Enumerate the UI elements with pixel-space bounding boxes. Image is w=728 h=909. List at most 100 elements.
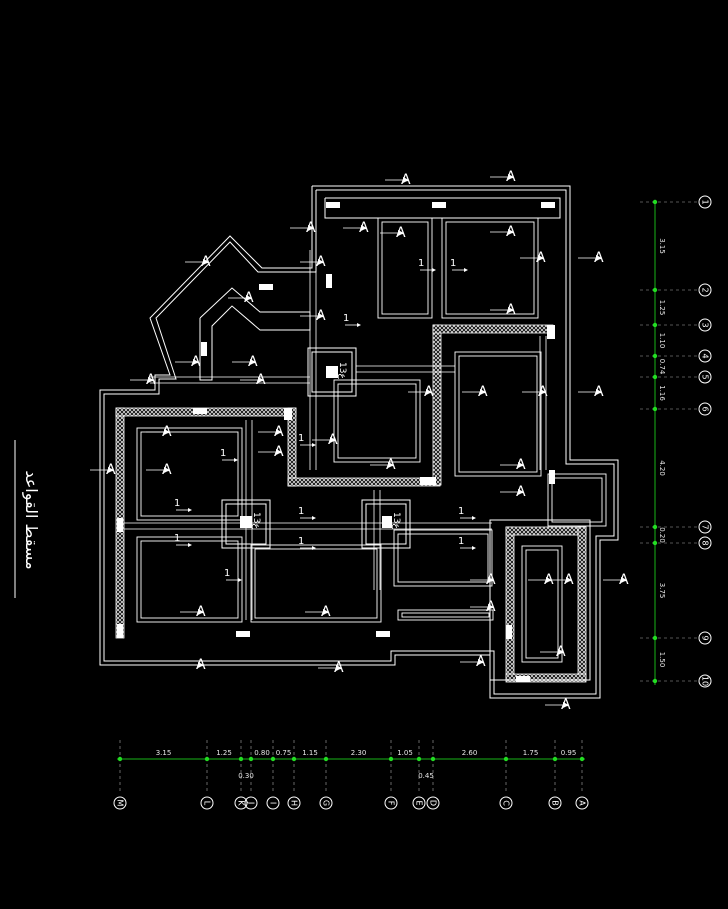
section-label: A xyxy=(516,484,526,500)
axis-bubble xyxy=(698,520,712,534)
dimension-value: 1.50 xyxy=(658,652,666,668)
section-mark-a: A xyxy=(470,599,496,615)
axis-label: 3 xyxy=(701,322,710,327)
section-label: A xyxy=(196,604,206,620)
column xyxy=(376,631,390,637)
column-footing-box xyxy=(307,347,357,397)
axis-label: B xyxy=(551,800,560,806)
dimension-value: 0.75 xyxy=(276,749,292,757)
dimension-value: 1.05 xyxy=(397,749,413,757)
axis-bubble xyxy=(319,796,333,810)
section-number: 1 xyxy=(174,498,180,509)
section-mark-1: 1 xyxy=(418,258,436,272)
axis-label: 9 xyxy=(701,635,710,640)
section-mark-a: A xyxy=(540,644,566,660)
axis-bubble xyxy=(113,796,127,810)
column xyxy=(193,408,207,414)
section-label: A xyxy=(594,384,604,400)
axis-dot xyxy=(552,756,558,762)
axis-label: 6 xyxy=(701,406,710,411)
axis-dot xyxy=(652,678,658,684)
axis-label: 10 xyxy=(701,676,710,686)
section-mark-1: 1 xyxy=(458,536,476,550)
dimension-value-small: 0.45 xyxy=(418,772,434,780)
section-mark-a: A xyxy=(305,604,331,620)
axis-label: H xyxy=(290,800,299,806)
axis-label: D xyxy=(429,800,438,806)
axis-dot xyxy=(652,540,658,546)
ramp-wall xyxy=(199,287,311,381)
right-axis-markers: 123456789103.151.251.100.741.164.200.203… xyxy=(640,195,712,688)
section-label: A xyxy=(274,444,284,460)
pad xyxy=(454,351,542,477)
section-label: A xyxy=(328,432,338,448)
column-footing-box xyxy=(365,503,407,545)
section-mark-a: A xyxy=(180,657,206,673)
dimension-value: 1.15 xyxy=(302,749,318,757)
column-footing-box xyxy=(489,519,591,681)
axis-bubble xyxy=(244,796,258,810)
column xyxy=(420,477,436,485)
section-number: 1 xyxy=(450,258,456,269)
dimension-value: 1.10 xyxy=(658,333,666,349)
section-label: A xyxy=(401,172,411,188)
strip-footing xyxy=(287,477,441,487)
column xyxy=(201,342,207,356)
axis-label: 1 xyxy=(701,199,710,204)
section-mark-1: 1 xyxy=(174,533,192,547)
section-mark-a: A xyxy=(460,654,486,670)
axis-bubble xyxy=(266,796,280,810)
section-label: A xyxy=(506,224,516,240)
section-label: A xyxy=(486,572,496,588)
dimension-value: 2.60 xyxy=(462,749,478,757)
section-mark-1: 1 xyxy=(343,313,361,327)
section-mark-a: A xyxy=(500,457,526,473)
axis-bubble xyxy=(499,796,513,810)
section-number: 1 xyxy=(298,433,304,444)
section-label: A xyxy=(396,225,406,241)
pad xyxy=(551,477,603,523)
section-label: A xyxy=(316,308,326,324)
axis-dot xyxy=(204,756,210,762)
axis-bubble xyxy=(698,349,712,363)
column xyxy=(382,516,392,528)
pad xyxy=(136,427,243,521)
section-label: A xyxy=(478,384,488,400)
column xyxy=(117,624,123,638)
column-footing-box xyxy=(311,351,353,393)
section-mark-a: A xyxy=(240,372,266,388)
drawing-title-group: مسقط القواعد xyxy=(14,440,41,598)
section-label: A xyxy=(386,457,396,473)
section-mark-a: A xyxy=(490,224,516,240)
dimension-value: 1.25 xyxy=(216,749,232,757)
axis-bubble xyxy=(698,195,712,209)
section-mark-a: A xyxy=(146,424,172,440)
axis-dot xyxy=(323,756,329,762)
dimension-value: 0.80 xyxy=(254,749,270,757)
section-mark-1: 1 xyxy=(298,506,316,520)
dimension-value: 3.75 xyxy=(658,583,666,599)
section-label: A xyxy=(306,220,316,236)
dimension-value: 0.20 xyxy=(658,527,666,543)
section-mark-a: A xyxy=(318,660,344,676)
strip-footing xyxy=(505,526,587,536)
strip-footing xyxy=(505,526,515,681)
pad xyxy=(397,533,489,583)
pad xyxy=(254,548,378,619)
pad xyxy=(445,221,535,315)
dimension-value: 1.75 xyxy=(523,749,539,757)
section-label: A xyxy=(594,250,604,266)
column xyxy=(284,408,292,420)
axis-dot xyxy=(388,756,394,762)
section-number: 1 xyxy=(418,258,424,269)
section-label: A xyxy=(424,384,434,400)
axis-bubble xyxy=(384,796,398,810)
column xyxy=(326,274,332,288)
axis-dot xyxy=(430,756,436,762)
section-mark-a: A xyxy=(258,444,284,460)
section-label: A xyxy=(506,302,516,318)
axis-label: C xyxy=(502,800,511,806)
strip-footing xyxy=(577,526,587,681)
section-mark-1: 1 xyxy=(458,506,476,520)
